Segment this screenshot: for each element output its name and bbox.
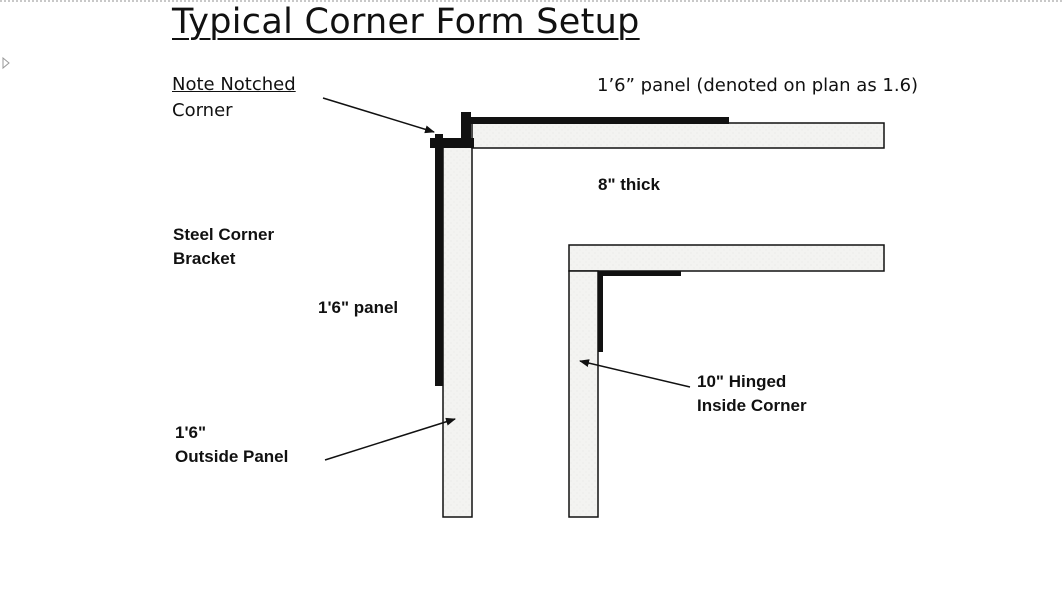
slide-marker-icon: [2, 56, 10, 70]
top-dotted-border: [0, 0, 1062, 2]
hinged-corner-horizontal: [598, 271, 681, 276]
top-panel-horizontal: [471, 122, 885, 149]
hinged-corner-arrow: [579, 359, 691, 388]
bracket-label-line2: Bracket: [173, 249, 236, 268]
outside-panel-vertical: [442, 145, 473, 518]
left-panel-label: 1'6" panel: [318, 298, 399, 317]
hinged-corner-label-line1: 10" Hinged: [697, 372, 787, 391]
note-corner-label: Corner: [172, 100, 233, 121]
bracket-label-line1: Steel Corner: [173, 225, 275, 244]
note-notched-arrow: [322, 97, 435, 134]
notched-corner-post: [461, 112, 471, 148]
top-panel-label: 1’6” panel (denoted on plan as 1.6): [597, 75, 919, 96]
thickness-label: 8" thick: [598, 175, 660, 194]
hinged-corner-label-line2: Inside Corner: [697, 396, 807, 415]
outside-panel-label-line1: 1'6": [175, 423, 207, 442]
steel-bracket-top: [466, 117, 729, 124]
notched-corner-horizontal: [430, 138, 474, 148]
diagram-title: Typical Corner Form Setup: [172, 2, 640, 42]
outside-panel-label-line2: Outside Panel: [175, 447, 289, 466]
outside-panel-arrow: [324, 417, 456, 461]
inside-panel-horizontal: [568, 244, 885, 272]
steel-bracket-vertical: [435, 134, 443, 386]
inside-panel-vertical: [568, 270, 599, 518]
hinged-corner-vertical: [598, 271, 603, 352]
note-notched-label: Note Notched: [172, 74, 296, 95]
